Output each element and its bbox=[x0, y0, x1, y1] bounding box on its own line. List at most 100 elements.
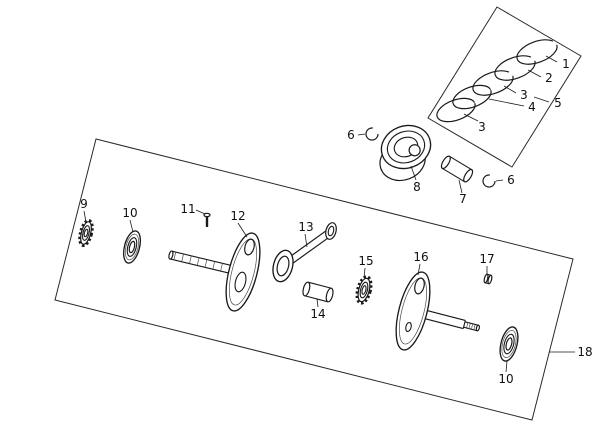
sprocket-face-ring bbox=[81, 225, 91, 241]
callout-label: 4 bbox=[528, 100, 536, 114]
callout-bearing-right: 10 bbox=[498, 360, 514, 386]
callout-label: 7 bbox=[459, 192, 467, 206]
leader-line bbox=[527, 69, 542, 78]
callout-ring-spacer: 4 bbox=[488, 98, 536, 114]
piston-ring-bottom bbox=[436, 97, 476, 123]
shaft-thread-ticks bbox=[466, 322, 478, 331]
gear-body bbox=[357, 277, 371, 303]
crank-web-hub bbox=[234, 271, 247, 293]
piston-pin bbox=[440, 155, 474, 183]
bearing-race-line bbox=[124, 233, 140, 261]
rod-small-end-bore bbox=[327, 225, 335, 237]
callout-key: 17 bbox=[479, 252, 495, 274]
circlip-right bbox=[482, 174, 496, 188]
gear-face-ring bbox=[359, 281, 369, 299]
sprocket-bore bbox=[83, 228, 89, 238]
callout-label: 6 bbox=[347, 128, 355, 142]
leader-line bbox=[488, 98, 525, 107]
bearing-left bbox=[122, 230, 142, 264]
gear-bore bbox=[361, 285, 367, 295]
woodruff-key bbox=[483, 273, 493, 285]
piston-pin-end-right bbox=[463, 168, 474, 183]
piston bbox=[379, 124, 432, 182]
callout-piston: 8 bbox=[410, 165, 421, 194]
crank-shaft-left bbox=[168, 250, 239, 276]
sprocket-body bbox=[80, 221, 92, 245]
callout-crank-web-left: 12 bbox=[230, 209, 248, 238]
callout-label: 10 bbox=[122, 206, 137, 220]
crank-shaft-right bbox=[424, 309, 480, 332]
callout-label: 13 bbox=[298, 220, 313, 234]
bearing-inner-race bbox=[503, 333, 515, 355]
piston-pin-boss bbox=[408, 144, 421, 157]
primary-gear bbox=[355, 275, 373, 305]
crankshaft-group-box bbox=[54, 138, 574, 421]
crank-pin-hole bbox=[414, 277, 425, 295]
shaft-end-cap bbox=[168, 250, 174, 260]
callout-label: 3 bbox=[520, 88, 528, 102]
callout-circlip-left: 6 bbox=[347, 128, 366, 142]
callout-label: 1 bbox=[562, 57, 570, 71]
shaft-outline-bottom bbox=[169, 258, 237, 276]
key-end-left bbox=[483, 273, 489, 284]
callout-bearing-left: 10 bbox=[122, 206, 138, 233]
leader-line bbox=[357, 133, 366, 136]
shaft-step bbox=[462, 320, 466, 329]
callout-circlip-right: 6 bbox=[495, 173, 515, 187]
cam-sprocket bbox=[78, 219, 94, 247]
callout-label: 14 bbox=[310, 307, 325, 321]
callout-ring-second: 2 bbox=[527, 69, 553, 85]
leader-line bbox=[363, 267, 366, 279]
leader-line bbox=[129, 219, 134, 233]
shaft-thread-bottom bbox=[463, 326, 478, 332]
piston-ring-second bbox=[494, 55, 536, 81]
crank-pin-end-right bbox=[325, 287, 334, 303]
shaft-outline-bottom bbox=[424, 318, 464, 330]
callout-label: 8 bbox=[413, 180, 421, 194]
callout-label: 3 bbox=[478, 120, 486, 134]
leader-line bbox=[195, 209, 206, 215]
leader-line bbox=[83, 210, 87, 223]
shaft-spline-ticks bbox=[173, 252, 231, 274]
callout-label: 6 bbox=[507, 173, 515, 187]
callout-label: 2 bbox=[545, 71, 553, 85]
crank-web-right bbox=[395, 271, 480, 351]
callout-label: 15 bbox=[358, 254, 373, 268]
callout-label: 9 bbox=[80, 197, 88, 211]
bearing-inner-race bbox=[126, 237, 138, 257]
crank-web-left bbox=[168, 232, 261, 312]
shaft-end-cap bbox=[475, 324, 480, 332]
leader-line bbox=[545, 55, 558, 63]
callout-ring-third: 3 bbox=[503, 85, 528, 102]
callout-label: 18 bbox=[577, 345, 592, 359]
leader-line bbox=[417, 263, 421, 276]
callout-piston-pin: 7 bbox=[458, 179, 467, 206]
callout-crankshaft-assembly: 18 bbox=[549, 345, 593, 359]
bearing-bore bbox=[505, 337, 513, 351]
leader-line bbox=[304, 233, 308, 248]
shaft-outline-top bbox=[171, 250, 239, 268]
gear-teeth bbox=[355, 275, 373, 305]
crank-pin-hole bbox=[244, 238, 255, 256]
callout-label: 11 bbox=[180, 202, 195, 216]
piston-crown-center-ring bbox=[393, 136, 419, 158]
callout-label: 5 bbox=[554, 96, 562, 110]
piston-pin-body bbox=[441, 155, 473, 183]
piston-pin-end-left bbox=[440, 155, 451, 170]
callout-ring-set: 5 bbox=[533, 96, 562, 110]
piston-crown-inner-ring bbox=[386, 130, 426, 164]
callout-connecting-rod: 13 bbox=[298, 220, 314, 248]
shaft-outline-top bbox=[426, 309, 466, 321]
leader-line bbox=[458, 179, 463, 194]
sprocket-teeth bbox=[78, 219, 94, 247]
leader-line bbox=[495, 179, 504, 182]
callout-ring-bottom: 3 bbox=[463, 113, 486, 134]
key-end-right bbox=[487, 274, 493, 285]
shaft-thread-top bbox=[464, 321, 479, 326]
piston-group-box bbox=[427, 6, 582, 168]
leader-line bbox=[503, 85, 517, 94]
leader-line bbox=[505, 360, 508, 373]
callout-crank-pin: 14 bbox=[310, 298, 326, 321]
crank-pin-end-left bbox=[302, 281, 311, 297]
